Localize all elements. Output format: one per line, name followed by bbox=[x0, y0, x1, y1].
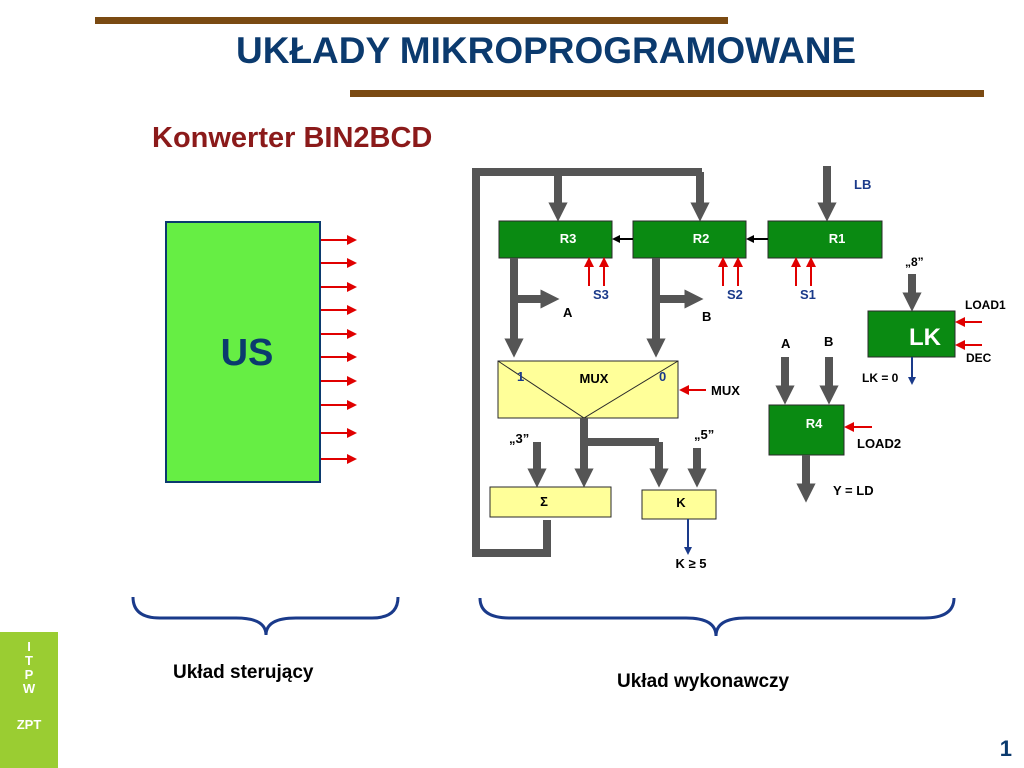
page-subtitle: Konwerter BIN2BCD bbox=[152, 122, 433, 154]
sidebar-letter-p: P bbox=[24, 667, 34, 682]
lb-label: LB bbox=[854, 177, 871, 192]
us-output-arrows bbox=[321, 235, 357, 464]
top-divider-bar bbox=[95, 17, 728, 24]
mux-control-label: MUX bbox=[711, 383, 740, 398]
adder-sigma: Σ bbox=[540, 494, 548, 509]
k-condition-label: K ≥ 5 bbox=[676, 556, 707, 571]
register-r2 bbox=[632, 220, 747, 259]
register-r4 bbox=[768, 404, 845, 456]
page-title: UKŁADY MIKROPROGRAMOWANE bbox=[236, 30, 857, 71]
adder-block bbox=[489, 486, 612, 518]
comparator-label: K bbox=[676, 495, 686, 510]
us-label: US bbox=[221, 332, 274, 374]
register-r3-label: R3 bbox=[560, 231, 577, 246]
sidebar-letter-t: T bbox=[25, 653, 33, 668]
load2-label: LOAD2 bbox=[857, 436, 901, 451]
register-r3 bbox=[498, 220, 613, 259]
mux-label: MUX bbox=[580, 371, 609, 386]
dec-label: DEC bbox=[966, 351, 992, 365]
execution-caption: Układ wykonawczy bbox=[617, 671, 790, 692]
register-r4-label: R4 bbox=[806, 416, 823, 431]
y-ld-label: Y = LD bbox=[833, 483, 874, 498]
r4-input-b-label: B bbox=[824, 334, 833, 349]
mux-input-0: 0 bbox=[659, 369, 666, 384]
register-r1 bbox=[767, 220, 883, 259]
mux-block bbox=[497, 360, 679, 419]
lk-constant-label: „8” bbox=[905, 255, 924, 269]
execution-brace bbox=[478, 597, 956, 637]
const5-label: „5” bbox=[694, 427, 714, 442]
bottom-divider-bar bbox=[350, 90, 984, 97]
const3-label: „3” bbox=[509, 431, 529, 446]
r4-input-a-label: A bbox=[781, 336, 791, 351]
s2-label: S2 bbox=[727, 287, 743, 302]
control-brace bbox=[131, 596, 400, 636]
lk-zero-label: LK = 0 bbox=[862, 371, 899, 385]
us-block bbox=[165, 221, 321, 483]
feedback-bus bbox=[472, 168, 702, 557]
register-r2-label: R2 bbox=[693, 231, 710, 246]
s3-label: S3 bbox=[593, 287, 609, 302]
comparator-block bbox=[641, 489, 717, 520]
control-signal-arrows bbox=[584, 257, 816, 286]
lk-counter-block bbox=[867, 310, 956, 358]
output-b-label: B bbox=[702, 309, 711, 324]
lk-counter-label: LK bbox=[909, 324, 942, 351]
mux-output-bus bbox=[580, 418, 659, 446]
sidebar-letter-w: W bbox=[22, 681, 36, 696]
load1-label: LOAD1 bbox=[965, 298, 1006, 312]
sidebar-logo: I T P W ZPT bbox=[0, 632, 58, 768]
sidebar-footer: ZPT bbox=[16, 717, 42, 732]
output-a-label: A bbox=[563, 305, 573, 320]
s1-label: S1 bbox=[800, 287, 816, 302]
sidebar-letter-i: I bbox=[27, 639, 31, 654]
mux-input-1: 1 bbox=[517, 369, 524, 384]
page-number: 1 bbox=[999, 736, 1012, 761]
register-r1-label: R1 bbox=[829, 231, 846, 246]
control-caption: Układ sterujący bbox=[173, 662, 314, 683]
